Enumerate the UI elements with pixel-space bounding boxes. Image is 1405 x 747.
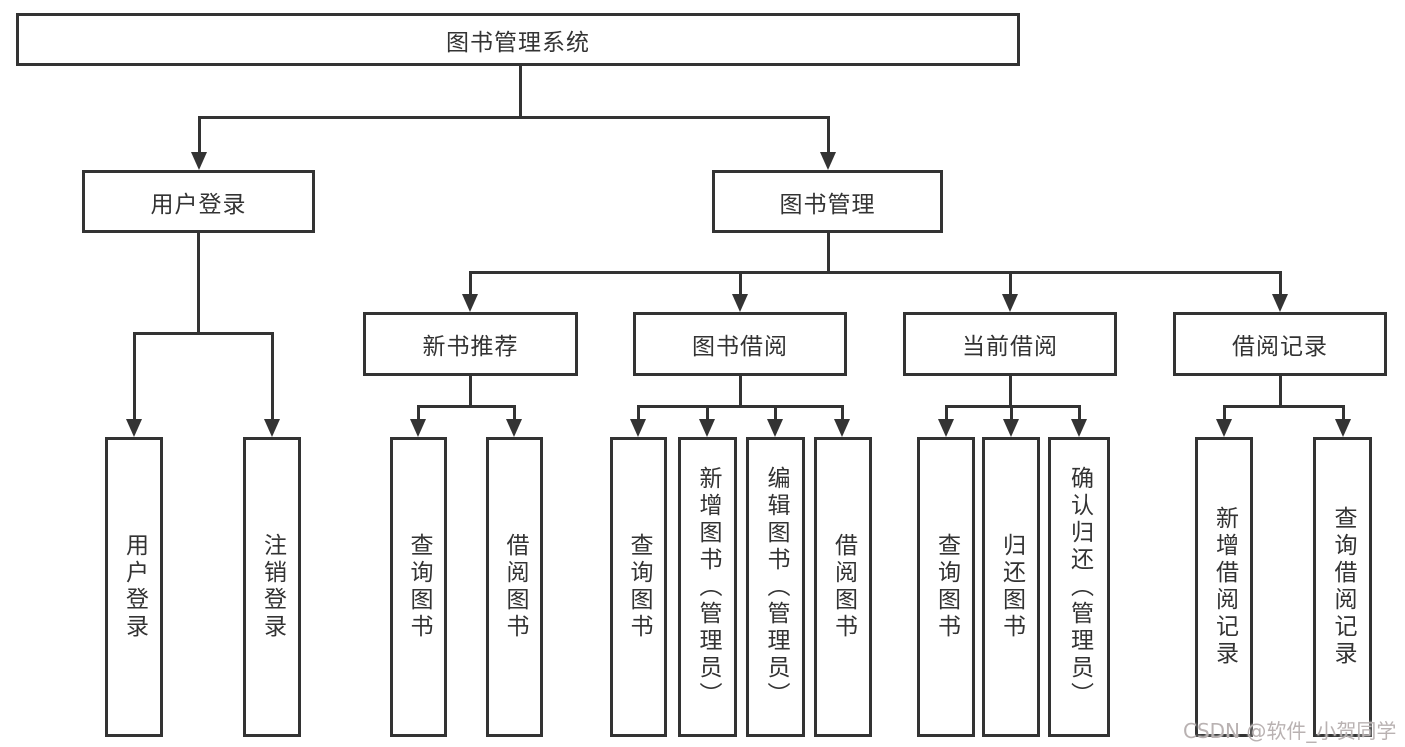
leaf-user-login: 用户登录: [105, 437, 163, 737]
connector-level2-split: [198, 116, 830, 119]
connector-arrow-leaf-login: [133, 332, 136, 420]
connector-arrow-current-borrow: [1009, 271, 1012, 295]
connector-arrow-book-borrow: [739, 271, 742, 295]
connector-arrow-borrow-records: [1279, 271, 1282, 295]
leaf-current-return-books: 归还图书: [982, 437, 1040, 737]
arrowhead-down-icon: [1071, 419, 1087, 437]
node-book-management: 图书管理: [712, 170, 943, 233]
connector-book-management-drop: [827, 233, 830, 274]
arrowhead-down-icon: [462, 294, 478, 312]
arrowhead-down-icon: [834, 419, 850, 437]
node-book-borrow: 图书借阅: [633, 312, 847, 376]
connector-user-login-split: [133, 332, 274, 335]
connector-arrow: [417, 405, 420, 420]
connector-new-book-drop: [469, 376, 472, 408]
leaf-newbook-query-books: 查询图书: [390, 437, 447, 737]
connector-level3-split: [469, 271, 1282, 274]
leaf-records-add-record: 新增借阅记录: [1195, 437, 1253, 737]
connector-arrow-user-login: [198, 116, 201, 154]
node-user-login: 用户登录: [82, 170, 315, 233]
leaf-borrow-edit-books-admin: 编辑图书（管理员）: [746, 437, 805, 737]
arrowhead-down-icon: [1216, 419, 1232, 437]
leaf-newbook-borrow-books: 借阅图书: [486, 437, 543, 737]
connector-arrow: [1078, 405, 1081, 420]
connector-arrow: [706, 405, 709, 420]
connector-arrow-leaf-logout: [271, 332, 274, 420]
connector-root-drop: [519, 66, 522, 118]
connector-arrow: [1342, 405, 1345, 420]
node-new-book-recommend: 新书推荐: [363, 312, 578, 376]
arrowhead-down-icon: [191, 152, 207, 170]
connector-book-borrow-split: [637, 405, 844, 408]
arrowhead-down-icon: [506, 419, 522, 437]
node-current-borrow: 当前借阅: [903, 312, 1117, 376]
arrowhead-down-icon: [1272, 294, 1288, 312]
connector-arrow: [774, 405, 777, 420]
connector-borrow-records-drop: [1279, 376, 1282, 408]
arrowhead-down-icon: [938, 419, 954, 437]
arrowhead-down-icon: [126, 419, 142, 437]
node-root: 图书管理系统: [16, 13, 1020, 66]
connector-arrow-new-book: [469, 271, 472, 295]
arrowhead-down-icon: [410, 419, 426, 437]
connector-current-borrow-drop: [1009, 376, 1012, 408]
connector-arrow: [513, 405, 516, 420]
arrowhead-down-icon: [820, 152, 836, 170]
arrowhead-down-icon: [630, 419, 646, 437]
leaf-records-query-record: 查询借阅记录: [1313, 437, 1372, 737]
connector-arrow: [637, 405, 640, 420]
connector-arrow-book-management: [827, 116, 830, 154]
connector-borrow-records-split: [1223, 405, 1344, 408]
arrowhead-down-icon: [732, 294, 748, 312]
connector-book-borrow-drop: [739, 376, 742, 408]
connector-arrow: [1010, 405, 1013, 420]
arrowhead-down-icon: [1002, 294, 1018, 312]
arrowhead-down-icon: [264, 419, 280, 437]
leaf-borrow-query-books: 查询图书: [610, 437, 667, 737]
connector-new-book-split: [417, 405, 516, 408]
connector-arrow: [945, 405, 948, 420]
arrowhead-down-icon: [767, 419, 783, 437]
leaf-logout: 注销登录: [243, 437, 301, 737]
csdn-watermark: CSDN @软件_小贺同学: [1183, 719, 1397, 743]
connector-arrow: [841, 405, 844, 420]
connector-arrow: [1223, 405, 1226, 420]
node-borrow-records: 借阅记录: [1173, 312, 1387, 376]
leaf-borrow-add-books-admin: 新增图书（管理员）: [678, 437, 737, 737]
leaf-current-query-books: 查询图书: [917, 437, 975, 737]
arrowhead-down-icon: [699, 419, 715, 437]
connector-user-login-drop: [197, 233, 200, 335]
leaf-borrow-borrow-books: 借阅图书: [814, 437, 872, 737]
arrowhead-down-icon: [1003, 419, 1019, 437]
leaf-current-confirm-return-admin: 确认归还（管理员）: [1048, 437, 1110, 737]
arrowhead-down-icon: [1335, 419, 1351, 437]
